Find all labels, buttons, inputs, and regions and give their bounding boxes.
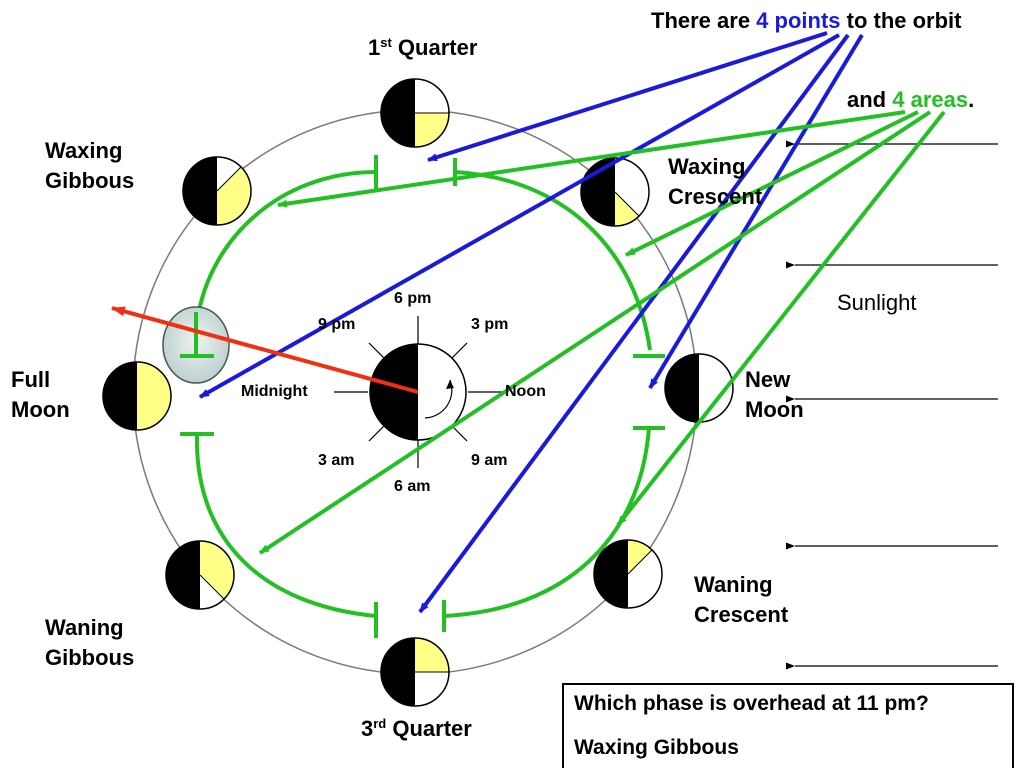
clock-3am: 3 am	[318, 452, 355, 469]
moon-full	[102, 361, 172, 431]
moon-waxing-gibbous	[182, 156, 252, 226]
title-points: There are 4 points to the orbit	[651, 8, 962, 33]
area-arrows	[258, 110, 946, 555]
clock-9am: 9 am	[471, 452, 508, 469]
question-text: Which phase is overhead at 11 pm?	[574, 692, 929, 715]
label-first-quarter: 1st Quarter	[368, 35, 478, 60]
clock-6am: 6 am	[394, 478, 431, 495]
question-box: Which phase is overhead at 11 pm? Waxing…	[562, 683, 1014, 768]
clock-3pm: 3 pm	[471, 316, 509, 333]
moon-first-quarter	[380, 78, 450, 148]
moon-waxing-crescent	[580, 157, 650, 227]
question-answer: Waxing Gibbous	[574, 736, 739, 759]
clock-midnight: Midnight	[241, 383, 308, 400]
moon-new	[664, 353, 734, 423]
area-arc-waning-gibbous	[194, 435, 377, 618]
sunlight-arrows	[786, 140, 998, 670]
clock-9pm: 9 pm	[318, 316, 356, 333]
moon-third-quarter	[380, 637, 450, 707]
observer-direction-arrow	[111, 306, 419, 394]
label-third-quarter: 3rd Quarter	[361, 716, 472, 741]
moon-waning-crescent	[593, 539, 663, 609]
observer-icon	[162, 306, 230, 384]
clock-noon: Noon	[505, 383, 546, 400]
title-areas: and 4 areas.	[847, 87, 975, 112]
sunlight-label: Sunlight	[837, 290, 917, 315]
area-arc-waxing-gibbous	[194, 170, 377, 331]
point-arrows	[199, 31, 864, 614]
area-arc-waning-crescent	[443, 427, 651, 618]
clock-6pm: 6 pm	[394, 290, 432, 307]
moon-waning-gibbous	[165, 540, 235, 610]
